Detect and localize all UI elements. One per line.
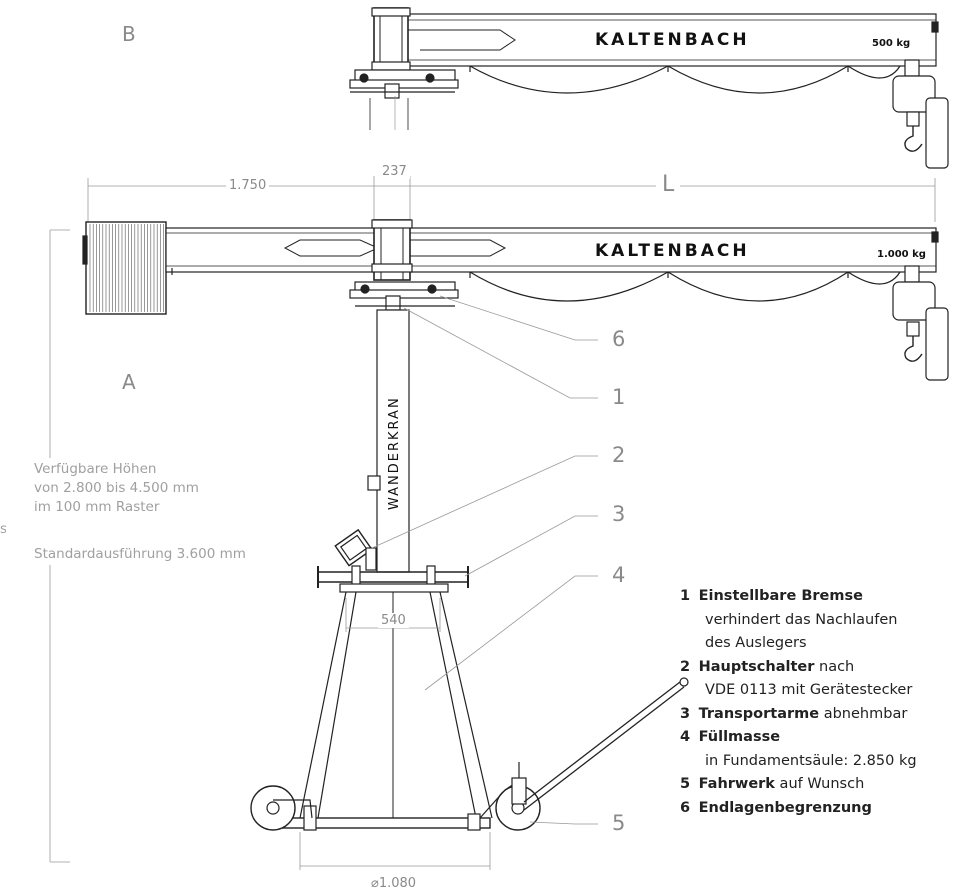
legend-item-1-line3: des Auslegers	[705, 635, 807, 651]
legend-item-5-title: Fahrwerk	[698, 776, 775, 792]
height-dimension-line	[49, 229, 70, 863]
callout-leaders	[371, 295, 598, 825]
legend-item-4: 4 Füllmasse	[680, 729, 781, 745]
view-label-a: A	[122, 370, 136, 394]
view-label-b: B	[122, 22, 136, 46]
legend-item-1: 1 Einstellbare Bremse	[680, 588, 863, 604]
legend: 1 Einstellbare Bremse verhindert das Nac…	[680, 585, 917, 820]
legend-item-1-title: Einstellbare Bremse	[698, 588, 863, 604]
legend-item-6-title: Endlagenbegrenzung	[698, 799, 872, 816]
callout-6: 6	[612, 327, 626, 351]
column-label: WANDERKRAN	[387, 396, 402, 510]
legend-item-4-line2: in Fundamentsäule: 2.850 kg	[705, 752, 917, 769]
callout-4: 4	[612, 563, 626, 587]
legend-item-3: 3 Transportarme abnehmbar	[680, 705, 908, 722]
boom-a-capacity: 1.000 kg	[877, 249, 926, 260]
boom-view-b	[349, 7, 949, 169]
legend-item-5: 5 Fahrwerk auf Wunsch	[680, 776, 865, 792]
dim-column-width: 237	[379, 164, 410, 179]
boom-a-brand: KALTENBACH	[595, 241, 750, 261]
height-note-line3: im 100 mm Raster	[34, 499, 160, 515]
callout-5: 5	[612, 811, 626, 835]
dim-base-diameter: ⌀1.080	[368, 876, 420, 891]
boom-b-brand: KALTENBACH	[595, 30, 750, 50]
callout-1: 1	[612, 385, 626, 409]
callout-3: 3	[612, 502, 626, 526]
legend-item-2-title: Hauptschalter	[698, 658, 815, 675]
dim-base-width: 540	[378, 613, 409, 628]
boom-b-capacity: 500 kg	[872, 38, 910, 49]
legend-item-6: 6 Endlagenbegrenzung	[680, 799, 872, 816]
callout-2: 2	[612, 443, 626, 467]
height-note-line2: von 2.800 bis 4.500 mm	[34, 480, 199, 496]
legend-item-4-title: Füllmasse	[698, 729, 781, 745]
legend-item-1-line2: verhindert das Nachlaufen	[705, 611, 898, 628]
legend-item-3-title: Transportarme	[698, 705, 820, 722]
base-dimension-lines	[299, 598, 491, 870]
legend-item-2: 2 Hauptschalter nach	[680, 658, 855, 675]
dim-counterweight: 1.750	[226, 178, 270, 193]
height-note-standard: Standardausführung 3.600 mm	[34, 546, 246, 562]
height-note-edge-glyph: s	[0, 521, 6, 537]
dimension-lines-top	[87, 176, 936, 222]
height-note-line1: Verfügbare Höhen	[34, 461, 157, 477]
legend-item-2-line2: VDE 0113 mit Gerätestecker	[705, 682, 913, 698]
dim-boom-length: L	[656, 172, 681, 197]
